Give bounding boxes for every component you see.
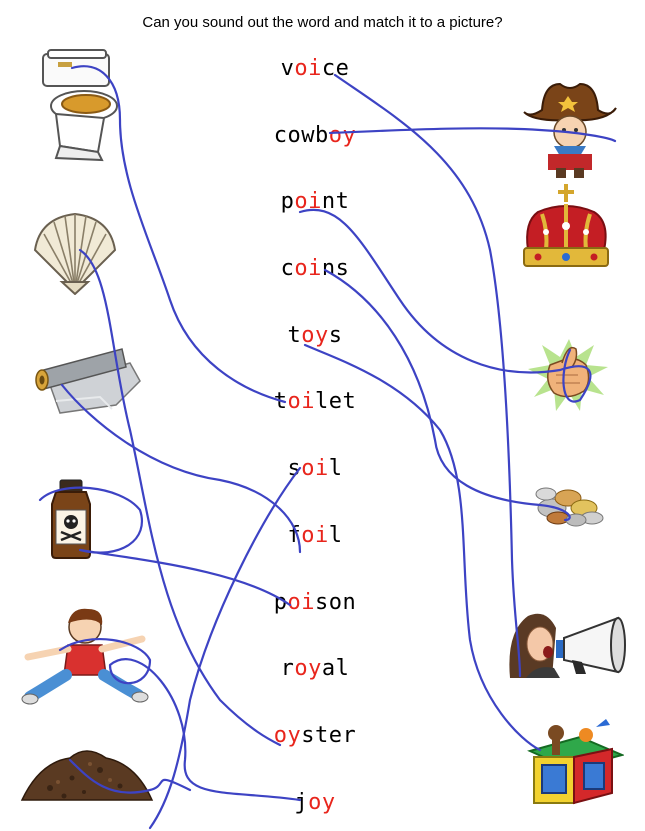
match-line-boy bbox=[78, 248, 282, 747]
poison-bottle-icon bbox=[51, 479, 91, 559]
match-line-cowboy bbox=[328, 127, 617, 143]
cowboy-icon bbox=[523, 82, 617, 178]
pointing-hand-icon bbox=[528, 339, 608, 411]
word-item: toilet bbox=[273, 389, 357, 414]
word-item: voice bbox=[280, 56, 350, 81]
match-line-toys bbox=[303, 343, 542, 752]
word-item: joy bbox=[294, 790, 336, 815]
foil-icon bbox=[35, 348, 141, 414]
shouting-woman-icon bbox=[509, 613, 626, 678]
match-line-soil-2 bbox=[68, 758, 192, 794]
word-item: oyster bbox=[273, 723, 357, 748]
crown-icon bbox=[523, 184, 609, 267]
page-title: Can you sound out the word and match it … bbox=[142, 14, 503, 31]
match-line-foil bbox=[60, 383, 302, 554]
match-line-toilet bbox=[70, 65, 287, 404]
word-item: cowboy bbox=[273, 123, 357, 148]
jumping-boy-icon bbox=[21, 608, 149, 705]
match-line-poison bbox=[38, 486, 292, 607]
word-item: point bbox=[280, 189, 350, 214]
toy-box-icon bbox=[527, 719, 624, 805]
shell-icon bbox=[33, 212, 117, 295]
coins-icon bbox=[535, 487, 604, 527]
word-item: toys bbox=[287, 323, 343, 348]
match-line-point bbox=[298, 208, 592, 403]
match-line-soil bbox=[148, 466, 302, 830]
word-item: poison bbox=[273, 590, 357, 615]
match-line-coins bbox=[323, 268, 571, 522]
word-item: foil bbox=[287, 523, 343, 548]
match-line-joy bbox=[58, 638, 302, 802]
toilet-icon bbox=[42, 49, 118, 162]
word-item: soil bbox=[287, 456, 343, 481]
match-line-voice bbox=[333, 73, 522, 678]
word-item: royal bbox=[280, 656, 350, 681]
